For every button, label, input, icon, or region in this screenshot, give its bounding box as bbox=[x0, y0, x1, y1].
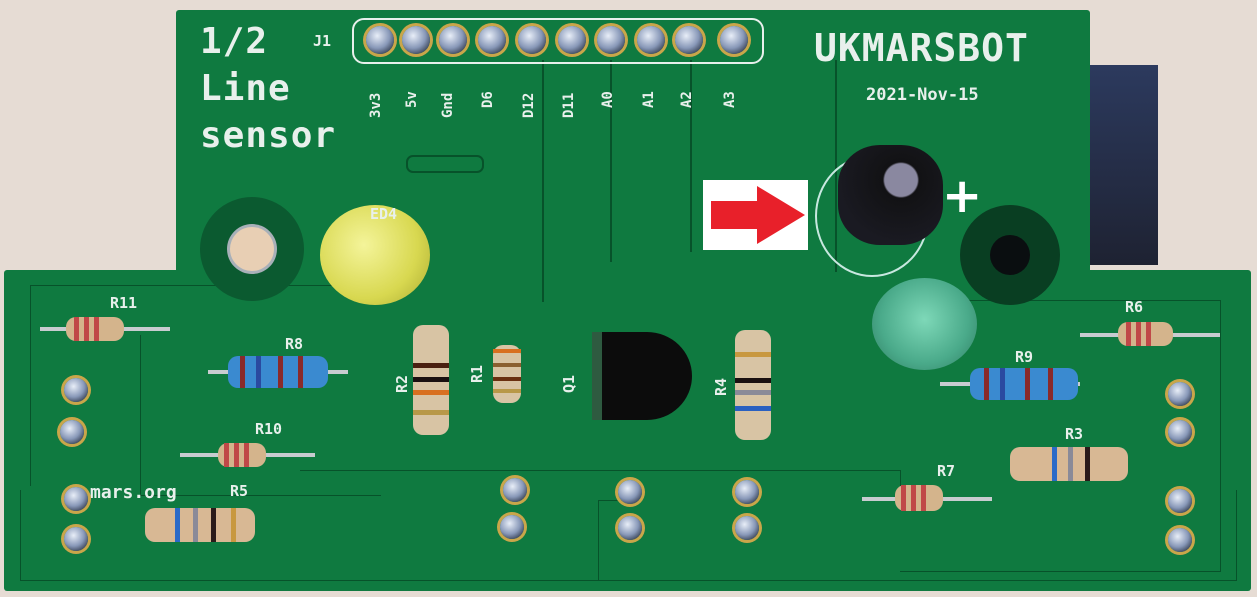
resistor-r3 bbox=[1010, 447, 1128, 481]
electrolytic-capacitor bbox=[838, 145, 943, 245]
resistor-r9 bbox=[970, 368, 1078, 400]
r7-label: R7 bbox=[937, 462, 956, 480]
trace bbox=[610, 60, 612, 262]
pin-label-a0: A0 bbox=[600, 91, 616, 108]
brand-label: UKMARSBOT bbox=[814, 26, 1029, 70]
pin-label-d12: D12 bbox=[521, 92, 537, 118]
resistor-r4 bbox=[735, 330, 771, 440]
resistor-r6 bbox=[1118, 322, 1173, 346]
r11-label: R11 bbox=[110, 294, 138, 312]
header-pin-gnd bbox=[439, 26, 467, 54]
header-pin-a2 bbox=[675, 26, 703, 54]
trace bbox=[542, 60, 544, 302]
trace bbox=[835, 60, 837, 272]
q1-label: Q1 bbox=[560, 374, 579, 394]
r8-label: R8 bbox=[285, 335, 304, 353]
solder-pad bbox=[1168, 382, 1192, 406]
pin-label-3v3: 3v3 bbox=[368, 92, 384, 118]
header-ref-label: J1 bbox=[313, 32, 332, 50]
resistor-r1 bbox=[493, 345, 521, 403]
right-arrow-icon bbox=[711, 186, 805, 244]
led4-label: ED4 bbox=[370, 205, 398, 223]
pin-label-d11: D11 bbox=[561, 92, 577, 118]
solder-pad bbox=[64, 527, 88, 551]
r3-label: R3 bbox=[1065, 425, 1084, 443]
solder-pad bbox=[500, 515, 524, 539]
board-title-line2: Line bbox=[200, 68, 291, 109]
header-outline bbox=[352, 18, 764, 64]
trace bbox=[598, 500, 629, 581]
led-green bbox=[872, 278, 977, 370]
footprint-slot bbox=[406, 155, 484, 173]
date-label: 2021-Nov-15 bbox=[866, 85, 979, 105]
r10-label: R10 bbox=[255, 420, 283, 438]
header-pin-d6 bbox=[478, 26, 506, 54]
mounting-hole-left bbox=[200, 197, 304, 301]
r1-label: R1 bbox=[468, 364, 487, 384]
website-label: mars.org bbox=[90, 482, 177, 503]
solder-pad bbox=[735, 516, 759, 540]
polarity-plus-annotation: + bbox=[942, 168, 983, 224]
pin-label-d6: D6 bbox=[480, 91, 496, 108]
header-pin-d12 bbox=[518, 26, 546, 54]
trace bbox=[690, 60, 692, 252]
r5-label: R5 bbox=[230, 482, 249, 500]
trace bbox=[30, 285, 381, 486]
header-pin-5v bbox=[402, 26, 430, 54]
pin-label-a2: A2 bbox=[679, 91, 695, 108]
pin-label-a3: A3 bbox=[722, 91, 738, 108]
trace bbox=[900, 300, 1221, 572]
pin-label-gnd: Gnd bbox=[440, 92, 456, 118]
solder-pad bbox=[60, 420, 84, 444]
led4-yellow bbox=[320, 205, 430, 305]
pin-label-a1: A1 bbox=[641, 91, 657, 108]
resistor-r10 bbox=[218, 443, 266, 467]
header-pin-a0 bbox=[597, 26, 625, 54]
header-pin-a1 bbox=[637, 26, 665, 54]
resistor-r8 bbox=[228, 356, 328, 388]
r2-label: R2 bbox=[393, 374, 412, 394]
resistor-r2 bbox=[413, 325, 449, 435]
header-pin-3v3 bbox=[366, 26, 394, 54]
background-dark-object bbox=[1090, 65, 1158, 265]
board-title-line1: 1/2 bbox=[200, 21, 269, 62]
trace bbox=[140, 335, 381, 496]
trace bbox=[300, 470, 901, 501]
header-pin-a3 bbox=[720, 26, 748, 54]
solder-pad bbox=[1168, 528, 1192, 552]
header-pin-d11 bbox=[558, 26, 586, 54]
r4-label: R4 bbox=[712, 377, 731, 397]
board-title-line3: sensor bbox=[200, 115, 337, 156]
mounting-hole-right bbox=[960, 205, 1060, 305]
annotation-arrow-box bbox=[703, 180, 808, 250]
r6-label: R6 bbox=[1125, 298, 1144, 316]
solder-pad bbox=[503, 478, 527, 502]
solder-pad bbox=[1168, 420, 1192, 444]
solder-pad bbox=[735, 480, 759, 504]
solder-pad bbox=[1168, 489, 1192, 513]
resistor-r5 bbox=[145, 508, 255, 542]
solder-pad bbox=[64, 378, 88, 402]
solder-pad bbox=[618, 480, 642, 504]
transistor-q1 bbox=[592, 332, 692, 420]
r9-label: R9 bbox=[1015, 348, 1034, 366]
solder-pad bbox=[618, 516, 642, 540]
solder-pad bbox=[64, 487, 88, 511]
resistor-r7 bbox=[895, 485, 943, 511]
resistor-r11 bbox=[66, 317, 124, 341]
trace bbox=[20, 490, 1237, 581]
pin-label-5v: 5v bbox=[404, 91, 420, 108]
